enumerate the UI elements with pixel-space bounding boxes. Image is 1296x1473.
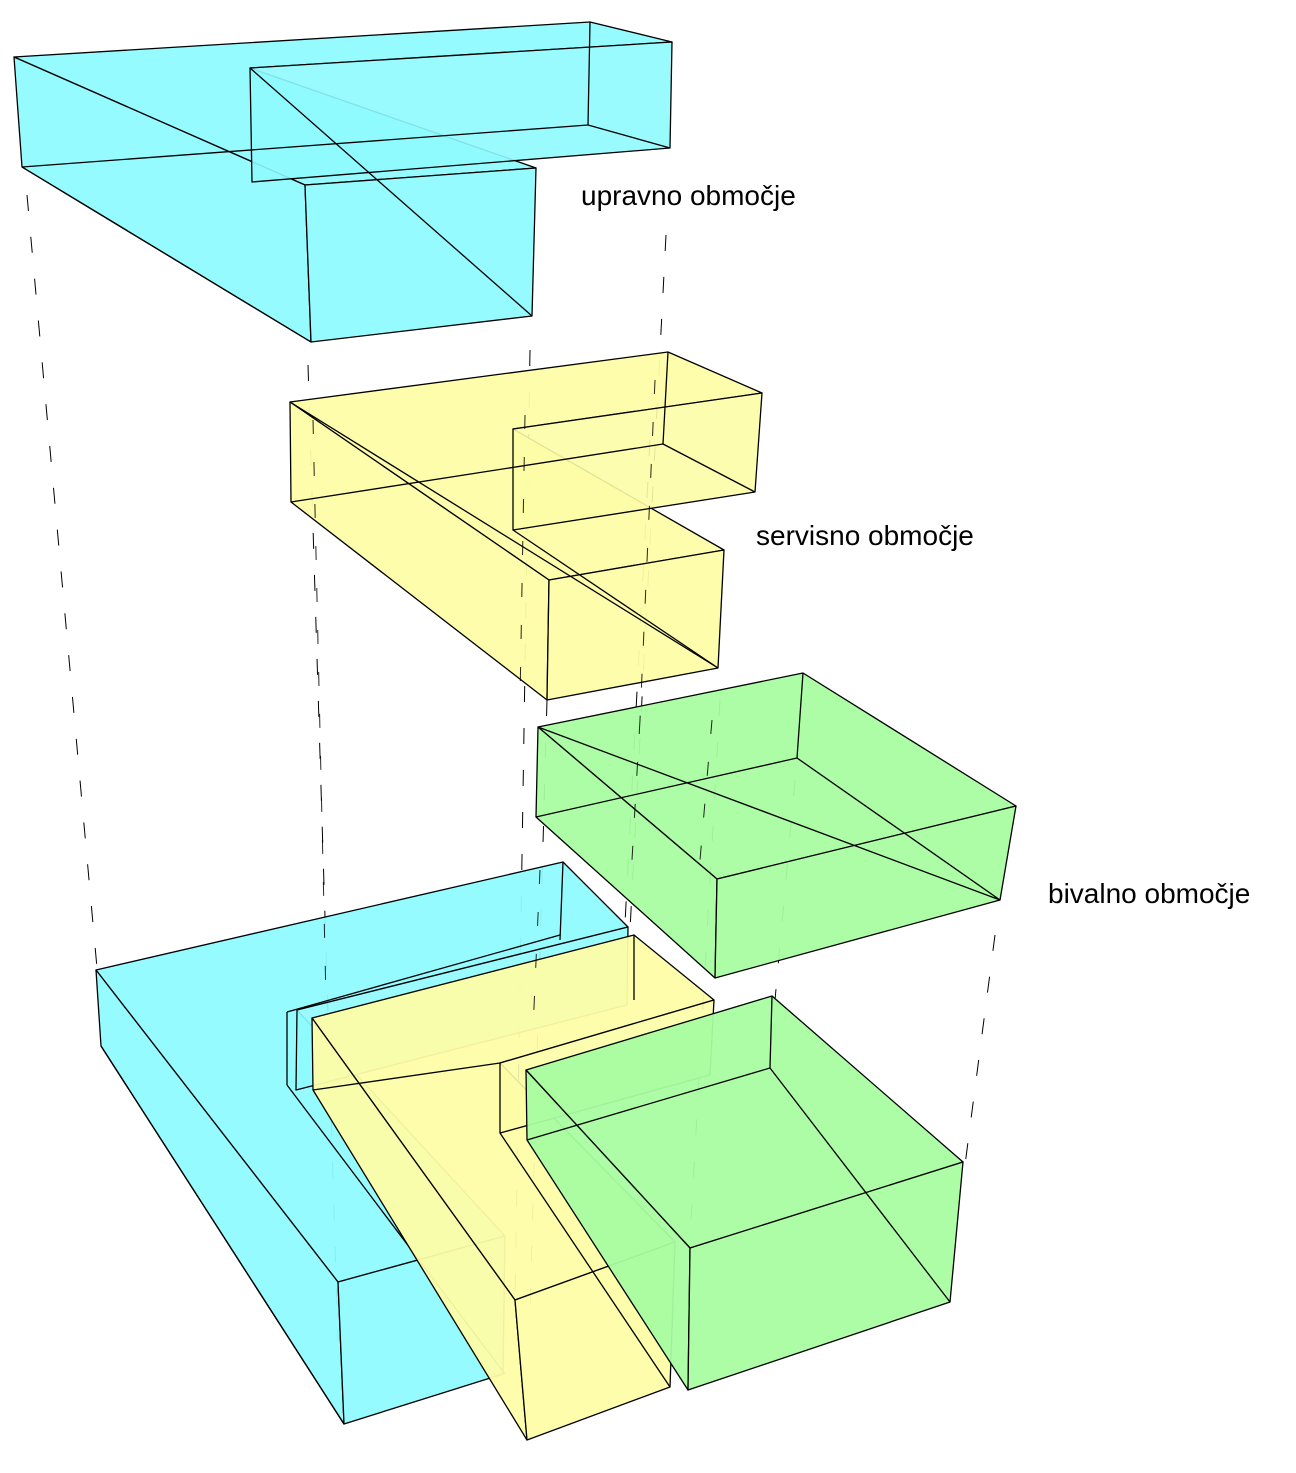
edge bbox=[100, 1045, 345, 1425]
edge bbox=[512, 529, 719, 669]
living-area-label: bivalno območje bbox=[1048, 878, 1251, 909]
edge bbox=[526, 1067, 771, 1141]
projection-line bbox=[26, 194, 98, 969]
edge bbox=[662, 351, 669, 445]
edge bbox=[587, 124, 671, 149]
edge bbox=[499, 1132, 671, 1388]
projection-line bbox=[532, 869, 541, 1031]
edge bbox=[769, 995, 773, 1069]
projection-line bbox=[519, 414, 526, 701]
edge bbox=[796, 672, 804, 759]
edge bbox=[286, 934, 561, 1013]
ground-living-volume bbox=[525, 995, 964, 1391]
projection-line bbox=[514, 349, 531, 1301]
edge bbox=[662, 443, 756, 493]
edge bbox=[312, 1062, 501, 1091]
living-volume bbox=[535, 672, 1017, 979]
edge bbox=[289, 401, 719, 669]
service-area-label: servisno območje bbox=[756, 520, 974, 551]
edge bbox=[559, 861, 564, 941]
projection-lines-front bbox=[312, 379, 713, 1031]
projection-line bbox=[964, 934, 996, 1166]
edge bbox=[21, 166, 312, 343]
edge bbox=[249, 67, 533, 317]
administrative-volume bbox=[13, 21, 673, 343]
projection-line bbox=[639, 379, 656, 721]
edge bbox=[290, 443, 664, 503]
projection-line bbox=[312, 419, 327, 1001]
edge bbox=[21, 124, 589, 168]
edge bbox=[769, 1067, 951, 1303]
administrative-right bbox=[304, 167, 537, 343]
edge bbox=[796, 757, 1001, 901]
edge bbox=[537, 726, 1001, 901]
administrative-area-label: upravno območje bbox=[581, 180, 796, 211]
service-volume bbox=[289, 351, 763, 701]
edge bbox=[535, 757, 798, 818]
edge bbox=[587, 21, 591, 126]
